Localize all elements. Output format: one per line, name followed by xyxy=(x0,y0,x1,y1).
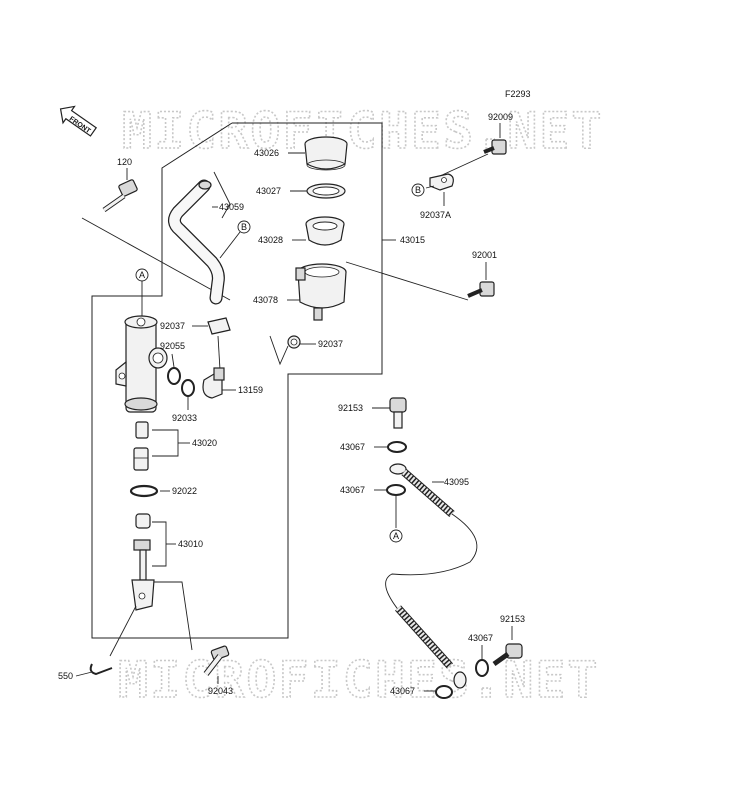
callout-b-clamp xyxy=(411,183,425,197)
front-arrow-icon: FRONT xyxy=(59,105,98,137)
washer-43067-b xyxy=(386,484,406,496)
label-92037a: 92037A xyxy=(420,210,451,220)
fitting-13159 xyxy=(202,367,225,399)
label-92055: 92055 xyxy=(160,341,185,351)
label-92009: 92009 xyxy=(488,112,513,122)
banjo-bolt-92153-top xyxy=(389,397,407,429)
bolt-92009 xyxy=(483,139,507,155)
label-43028: 43028 xyxy=(258,235,283,245)
label-43078: 43078 xyxy=(253,295,278,305)
label-43067-c: 43067 xyxy=(468,633,493,643)
callout-a-cylinder-text: A xyxy=(139,270,145,280)
watermark-bottom: MICROFICHES.NET xyxy=(118,651,600,709)
label-92037-reservoir: 92037 xyxy=(318,339,343,349)
label-13159: 13159 xyxy=(238,385,263,395)
label-43067-d: 43067 xyxy=(390,686,415,696)
circlip-92022 xyxy=(129,484,159,498)
label-92001: 92001 xyxy=(472,250,497,260)
callout-b-clamp-text: B xyxy=(415,185,421,195)
banjo-bolt-92153-bottom xyxy=(492,643,523,667)
pushrod-43010 xyxy=(131,513,155,611)
hose-43059 xyxy=(168,179,225,305)
pin-92043 xyxy=(203,645,230,676)
label-92022: 92022 xyxy=(172,486,197,496)
label-43059: 43059 xyxy=(219,202,244,212)
washer-43067-c xyxy=(475,659,489,677)
label-92153-top: 92153 xyxy=(338,403,363,413)
label-92153-bottom: 92153 xyxy=(500,614,525,624)
label-43020: 43020 xyxy=(192,438,217,448)
label-43067-b: 43067 xyxy=(340,485,365,495)
label-92037-cylinder: 92037 xyxy=(160,321,185,331)
watermark-top: MICROFICHES.NET xyxy=(122,102,604,160)
plate-43027 xyxy=(306,183,346,199)
cotter-pin-550 xyxy=(89,663,113,676)
label-43015: 43015 xyxy=(400,235,425,245)
callout-b-hose xyxy=(237,220,251,234)
reservoir-43078 xyxy=(295,263,347,321)
cap-43026 xyxy=(304,136,348,171)
clamp-92037-cylinder xyxy=(207,317,231,335)
washer-43067-d xyxy=(435,685,453,699)
callout-b-hose-text: B xyxy=(241,222,247,232)
label-92033: 92033 xyxy=(172,413,197,423)
clamp-92037-reservoir xyxy=(287,335,301,349)
diaphragm-43028 xyxy=(305,216,345,246)
label-43010: 43010 xyxy=(178,539,203,549)
piston-43020 xyxy=(133,421,149,471)
label-92043: 92043 xyxy=(208,686,233,696)
label-550: 550 xyxy=(58,671,73,681)
clamp-92037a xyxy=(429,173,454,191)
bolt-120 xyxy=(102,179,138,213)
label-120: 120 xyxy=(117,157,132,167)
washer-43067-a xyxy=(387,441,407,453)
master-cylinder-body xyxy=(115,315,168,413)
oring-92033 xyxy=(181,379,195,397)
callout-a-hose-text: A xyxy=(393,531,399,541)
label-43095: 43095 xyxy=(444,477,469,487)
label-43027: 43027 xyxy=(256,186,281,196)
oring-92055 xyxy=(167,367,181,385)
label-43026: 43026 xyxy=(254,148,279,158)
brake-hose-43095 xyxy=(385,463,478,689)
bolt-92001 xyxy=(467,281,495,298)
callout-a-hose xyxy=(389,529,403,543)
label-43067-a: 43067 xyxy=(340,442,365,452)
figure-code: F2293 xyxy=(505,89,531,99)
